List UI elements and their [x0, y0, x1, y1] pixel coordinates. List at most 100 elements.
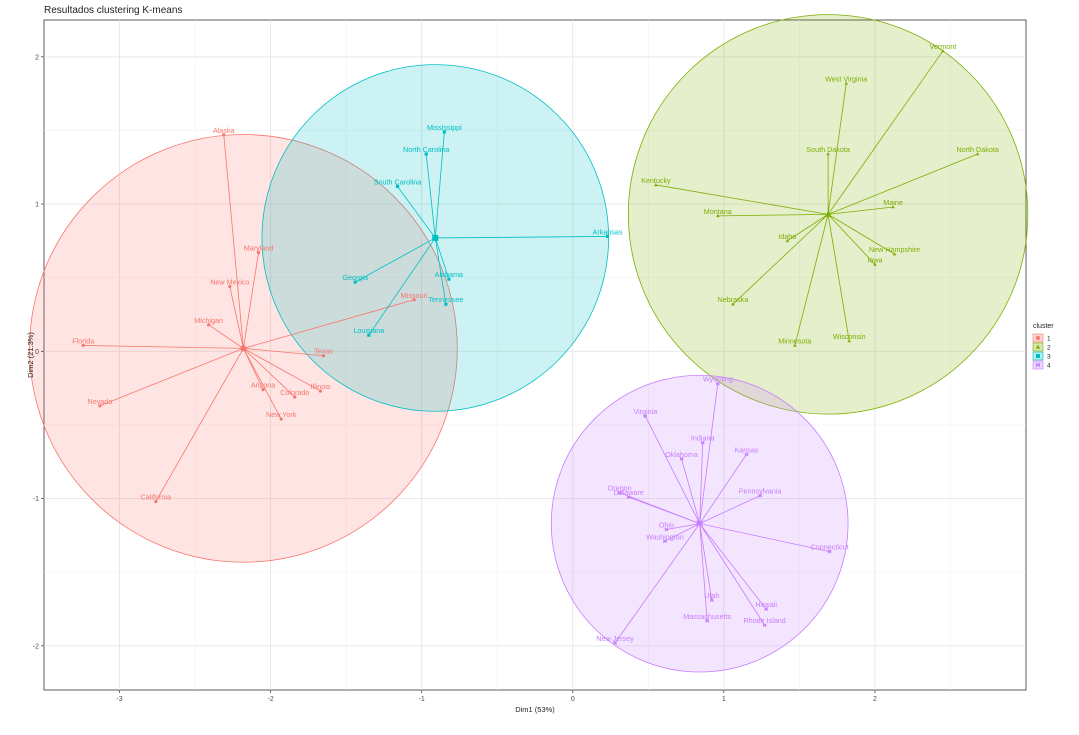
cluster-3-point [424, 152, 428, 156]
point-label: Missouri [401, 291, 428, 300]
cluster-4-point [643, 414, 648, 419]
cluster-1-segment [83, 345, 244, 349]
cluster-3-point [605, 234, 610, 239]
point-label: Ohio [659, 520, 674, 529]
point-label: Utah [704, 591, 719, 600]
cluster-4-point [679, 456, 684, 461]
point-label: Montana [704, 207, 732, 216]
cluster-3-segment [355, 237, 436, 283]
cluster-segments [83, 50, 978, 644]
cluster-1-segment [243, 348, 282, 420]
cluster-4-segment [614, 523, 701, 644]
point-label: Indiana [691, 434, 715, 443]
cluster-points [81, 49, 980, 645]
cluster-3-segment [397, 186, 436, 239]
cluster-3-segment [368, 237, 436, 336]
cluster-1-segment [243, 348, 296, 398]
cluster-2-segment [827, 214, 876, 265]
legend-label: 3 [1047, 354, 1051, 361]
x-tick-label: -3 [116, 696, 122, 703]
point-label: New Mexico [210, 278, 249, 287]
cluster-1-center [240, 345, 247, 352]
point-label: New Jersey [596, 634, 634, 643]
legend-marker-4 [1035, 362, 1041, 368]
point-label: Nevada [88, 397, 113, 406]
cluster-3-segment [435, 236, 608, 239]
cluster-1-segment [229, 286, 244, 349]
cluster-1-point [154, 499, 158, 504]
point-label: South Carolina [374, 177, 422, 186]
cluster-4-point [617, 490, 622, 495]
point-label: North Carolina [403, 145, 449, 154]
cluster-2-segment [732, 214, 829, 305]
point-label: Oregon [608, 484, 632, 493]
point-label: Florida [72, 336, 94, 345]
cluster-3-segment [434, 237, 447, 305]
cluster-3-segment [434, 131, 445, 238]
cluster-2-point [891, 205, 895, 209]
cluster-2-point [873, 262, 877, 266]
point-label: Washington [646, 532, 684, 541]
cluster-1-point [81, 343, 85, 348]
cluster-4-point [744, 452, 749, 457]
cluster-1-point [98, 404, 102, 408]
point-label: South Dakota [806, 145, 850, 154]
cluster-2-point [716, 213, 720, 218]
cluster-4-point [764, 607, 769, 611]
cluster-4-segment [644, 415, 701, 524]
cluster-4-point [758, 493, 763, 498]
point-label: Wyoming [703, 375, 733, 384]
point-label: North Dakota [956, 145, 998, 154]
point-label: Nebraska [718, 295, 749, 304]
point-label: Alaska [213, 126, 235, 135]
cluster-4-segment [699, 523, 708, 621]
cluster-4-segment [699, 523, 713, 601]
cluster-2-point [785, 238, 790, 243]
cluster-4-segment [664, 523, 700, 542]
cluster-1-segment [243, 348, 321, 392]
cluster-1-point [293, 395, 297, 399]
point-label: Rhode Island [743, 616, 785, 625]
point-label: Colorado [280, 388, 309, 397]
cluster-2-point [847, 339, 851, 343]
point-label: Delaware [613, 488, 643, 497]
legend-marker-2 [1035, 344, 1041, 349]
cluster-4-point [705, 618, 710, 623]
cluster-2-point [975, 152, 980, 156]
cluster-1-segment [243, 252, 259, 349]
cluster-4-segment [666, 523, 700, 530]
point-label: Arizona [251, 381, 275, 390]
point-label: West Virginia [825, 74, 867, 83]
cluster-1-segment [208, 324, 244, 349]
cluster-3-point [447, 277, 451, 281]
cluster-2-point [826, 152, 830, 156]
cluster-2-segment [827, 83, 847, 215]
cluster-2-segment [794, 214, 829, 346]
cluster-2-segment [787, 214, 829, 242]
cluster-3-point [442, 130, 446, 134]
cluster-4-segment [699, 523, 830, 552]
cluster-2-point [892, 252, 897, 256]
cluster-4-segment [699, 495, 761, 524]
cluster-1-point [318, 389, 323, 393]
point-label: Mississippi [427, 123, 462, 132]
cluster-4-point [700, 440, 705, 445]
cluster-3-segment [425, 153, 436, 238]
cluster-4-segment [699, 442, 704, 524]
cluster-4-segment [699, 454, 747, 524]
cluster-4-center [696, 520, 704, 527]
point-label: California [141, 493, 171, 502]
cluster-4-point [715, 381, 720, 386]
cluster-2-segment [655, 184, 829, 215]
cluster-3-point [367, 333, 371, 337]
cluster-3-point [395, 184, 400, 188]
cluster-1-segment [99, 348, 244, 407]
point-label: Iowa [867, 255, 882, 264]
point-label: Illinois [310, 382, 330, 391]
cluster-1-segment [243, 347, 324, 357]
cluster-2-point [731, 302, 735, 306]
